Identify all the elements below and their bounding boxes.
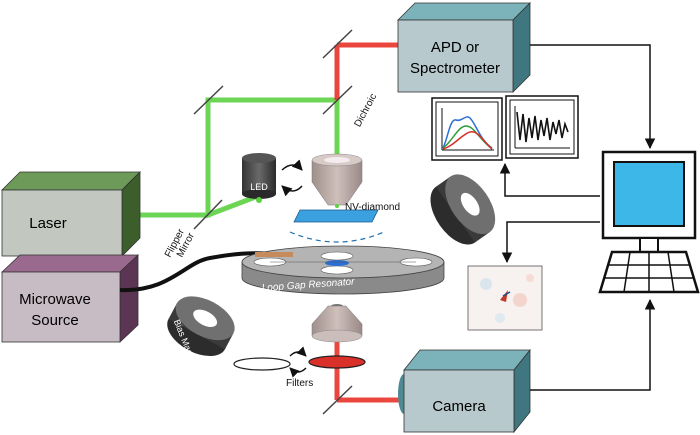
field-indicator <box>289 231 385 243</box>
arrow-camera-to-computer <box>530 298 656 391</box>
flipper-mirror <box>193 199 223 230</box>
trace-plot <box>505 95 579 159</box>
apd-spectrometer-box: APD or Spectrometer <box>397 2 531 93</box>
microwave-label-line2: Source <box>31 312 79 329</box>
led-label: LED <box>250 182 268 192</box>
filters-label: Filters <box>286 378 313 389</box>
mirror-top-left <box>193 85 224 115</box>
data-flow-arrows <box>499 44 656 391</box>
microwave-source-box: Microwave Source <box>0 254 140 343</box>
computer-icon <box>598 150 700 294</box>
nv-diamond: NV-diamond <box>293 202 400 223</box>
dichroic-mirror <box>322 85 353 115</box>
filter-red <box>308 355 366 369</box>
bias-magnet-right <box>430 174 496 245</box>
filter-clear <box>233 357 291 371</box>
led: LED <box>242 153 276 203</box>
camera-box: Camera <box>398 348 531 434</box>
dichroic-label: Dichroic <box>353 92 380 129</box>
microwave-cable <box>119 251 276 293</box>
mirror-top-right <box>322 29 353 59</box>
loop-gap-resonator: Loop Gap Resonator <box>241 245 445 295</box>
top-objective <box>311 153 363 208</box>
laser-beam-path <box>139 97 340 219</box>
apd-label-line1: APD or <box>431 39 479 56</box>
nv-diamond-label: NV-diamond <box>345 202 400 213</box>
led-swap-arrows <box>281 159 303 197</box>
bias-magnets: Bias Magnets <box>167 296 235 373</box>
apd-label-line2: Spectrometer <box>410 60 500 77</box>
bottom-objective <box>311 304 363 343</box>
arrow-computer-to-plots <box>499 162 600 197</box>
spectrum-plot <box>431 97 503 161</box>
arrow-apd-to-computer <box>530 44 656 150</box>
mirrors <box>193 29 353 415</box>
camera-label: Camera <box>432 398 486 415</box>
laser-box: Laser <box>1 171 141 257</box>
microwave-label-line1: Microwave <box>19 291 91 308</box>
camera-image <box>467 265 543 331</box>
mirror-bottom <box>322 385 353 415</box>
filters: Filters <box>233 346 366 389</box>
arrow-computer-to-image <box>501 221 600 264</box>
laser-label: Laser <box>29 215 67 232</box>
